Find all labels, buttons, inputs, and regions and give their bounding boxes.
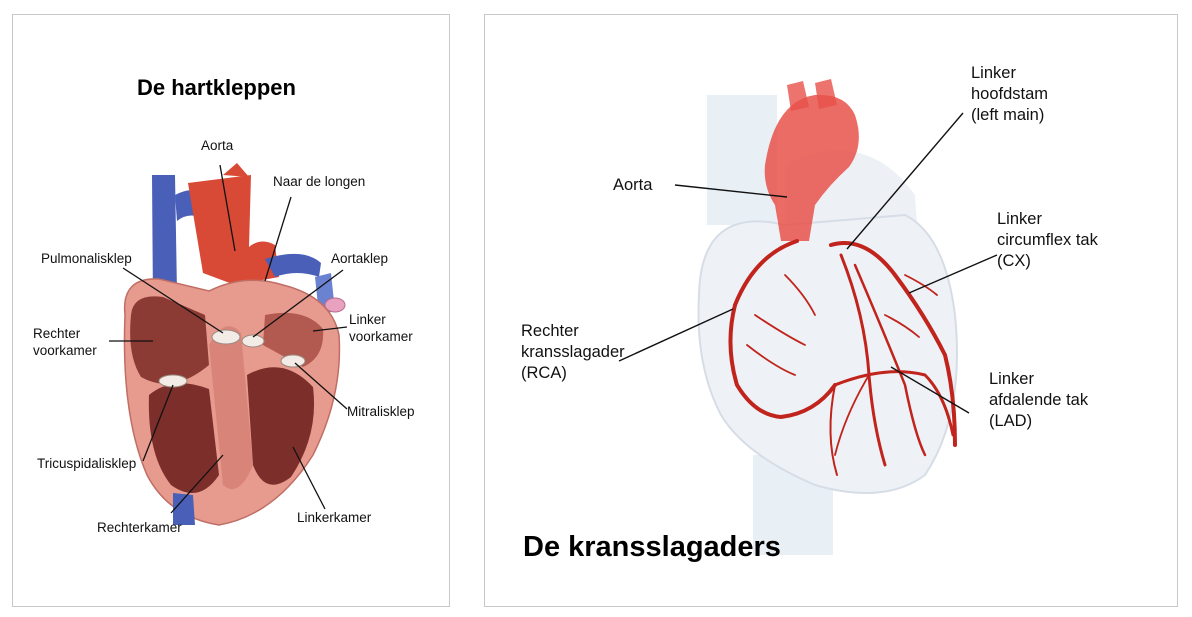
coronary-arteries-panel: Aorta Linker hoofdstam (left main) Linke… (484, 14, 1178, 607)
label-naar-de-longen: Naar de longen (273, 174, 366, 189)
label-aortaklep: Aortaklep (331, 251, 389, 266)
valves-title: De hartkleppen (137, 75, 296, 100)
label-linkerkamer: Linkerkamer (297, 510, 372, 525)
heart-valves-panel: De hartkleppen Aorta Naar de longen Pulm… (12, 14, 450, 607)
label-tricuspidalisklep: Tricuspidalisklep (37, 456, 137, 471)
label-rechter-kransslagader: Rechter kransslagader (RCA) (521, 322, 625, 382)
label-mitralisklep: Mitralisklep (347, 404, 415, 419)
label-linker-voorkamer: Linker voorkamer (349, 312, 413, 344)
arteries-title: De kransslagaders (523, 531, 781, 563)
label-linker-afdalende: Linker afdalende tak (LAD) (989, 370, 1089, 430)
label-pulmonalisklep: Pulmonalisklep (41, 251, 132, 266)
label-rechter-voorkamer: Rechter voorkamer (33, 326, 97, 358)
label-aorta-right: Aorta (613, 176, 653, 194)
label-linker-circumflex: Linker circumflex tak (CX) (997, 210, 1098, 270)
label-rechterkamer: Rechterkamer (97, 520, 182, 535)
label-linker-hoofdstam: Linker hoofdstam (left main) (971, 64, 1049, 124)
label-aorta: Aorta (201, 138, 234, 153)
heart-valves-illustration (109, 163, 348, 526)
coronary-arteries-illustration (618, 79, 998, 555)
